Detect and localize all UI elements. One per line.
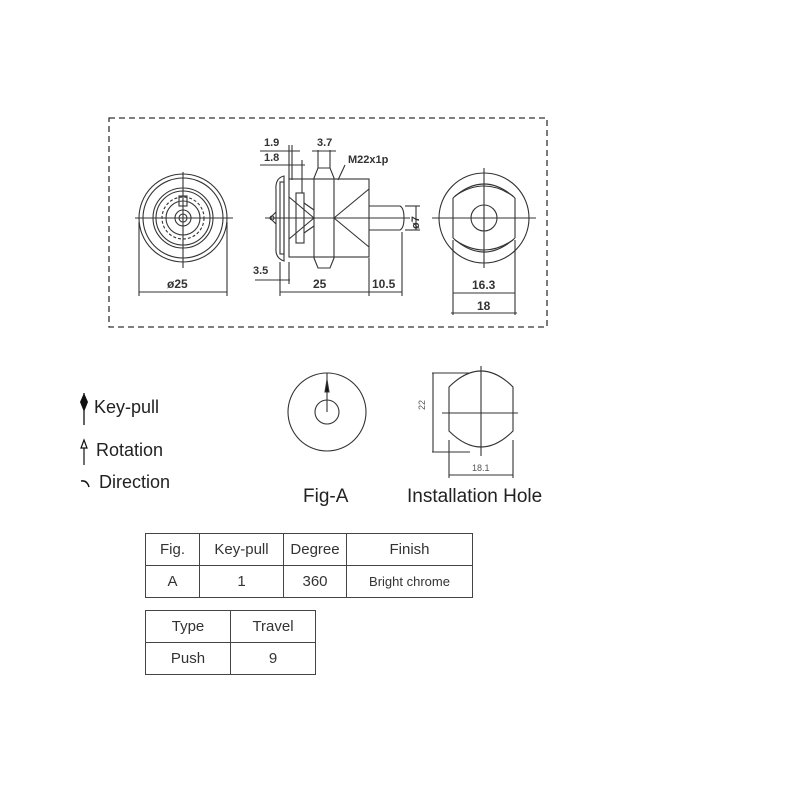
front-view (135, 172, 233, 296)
fig-a-diagram (287, 372, 367, 452)
header-fig: Fig. (145, 533, 200, 566)
dim-1-8: 1.8 (264, 152, 280, 164)
dim-18: 18 (477, 299, 491, 313)
header-travel: Travel (230, 610, 316, 643)
header-type: Type (145, 610, 231, 643)
table-header-row: Type Travel (145, 610, 316, 643)
direction-arc-icon (80, 480, 90, 488)
header-key-pull: Key-pull (199, 533, 284, 566)
installation-hole-diagram (432, 366, 518, 478)
header-finish: Finish (346, 533, 473, 566)
shaft-diameter-label: ø7 (410, 216, 422, 229)
table-header-row: Fig. Key-pull Degree Finish (145, 533, 473, 566)
spec-table: Fig. Key-pull Degree Finish A 1 360 Brig… (145, 533, 473, 598)
dim-1-9: 1.9 (264, 137, 280, 149)
header-degree: Degree (283, 533, 347, 566)
legend-key-pull: Key-pull (94, 397, 160, 417)
hole-width-label: 18.1 (472, 463, 490, 473)
cell-travel: 9 (230, 642, 316, 675)
side-view (255, 145, 420, 296)
dim-3-7: 3.7 (317, 137, 333, 149)
dim-25: 25 (313, 277, 327, 291)
thread-label: M22x1p (348, 154, 389, 166)
cell-key-pull: 1 (199, 565, 284, 598)
rear-view (432, 168, 536, 315)
fig-a-caption: Fig-A (303, 486, 349, 507)
table-row: A 1 360 Bright chrome (145, 565, 473, 598)
cell-finish: Bright chrome (346, 565, 473, 598)
installation-hole-caption: Installation Hole (407, 486, 543, 507)
legend-rotation: Rotation (96, 440, 164, 460)
dashed-frame (108, 117, 548, 328)
dim-16-3: 16.3 (472, 278, 496, 292)
cell-fig: A (145, 565, 200, 598)
type-table: Type Travel Push 9 (145, 610, 316, 675)
rotation-arrow-icon (80, 438, 88, 465)
hole-height-label: 22 (417, 399, 427, 410)
table-row: Push 9 (145, 642, 316, 675)
dim-10-5: 10.5 (372, 277, 396, 291)
dim-3-5: 3.5 (253, 265, 269, 277)
legend-direction: Direction (99, 472, 171, 492)
cell-type: Push (145, 642, 231, 675)
front-diameter-label: ø25 (167, 277, 188, 291)
key-pull-arrow-icon (80, 393, 88, 425)
cell-degree: 360 (283, 565, 347, 598)
